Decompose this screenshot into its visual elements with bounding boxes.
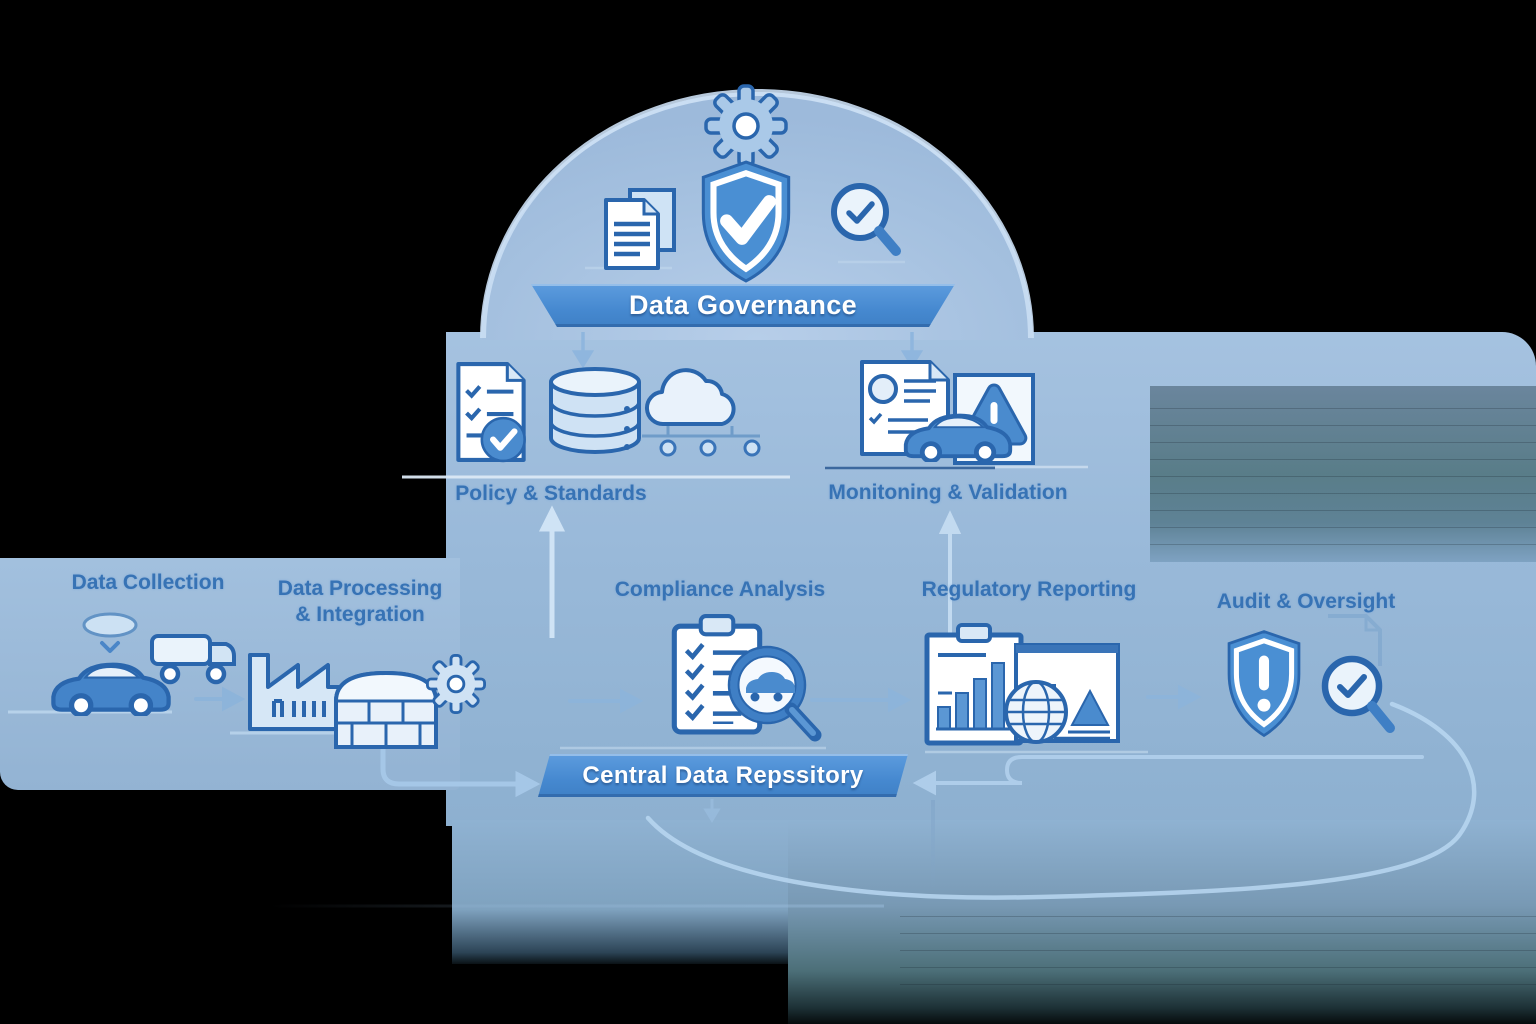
branch-label-monitoring-validation: Monitoning & Validation [828, 481, 1068, 504]
documents-icon [598, 186, 682, 272]
central-data-repository-banner-label: Central Data Repssitory [582, 761, 864, 789]
wifi-cloud-icon [80, 610, 140, 660]
stage-label-regulatory-reporting: Regulatory Reporting [921, 578, 1137, 601]
stage-label-data-collection: Data Collection [71, 571, 225, 594]
globe-icon [1000, 676, 1072, 748]
gear-icon [704, 84, 788, 168]
branch-label-policy-standards: Policy & Standards [455, 482, 647, 505]
background-bottom-right [788, 820, 1536, 1024]
magnifier-car-icon [722, 640, 837, 758]
background-teal-patch [1150, 386, 1536, 562]
magnifier-check-icon [826, 178, 904, 264]
stage-label-line2: & Integration [295, 603, 425, 627]
document-outline-icon [1322, 612, 1388, 670]
shield-exclamation-icon [1218, 626, 1310, 742]
central-data-repository-banner: Central Data Repssitory [538, 754, 908, 797]
factory-icon [242, 630, 354, 734]
stage-label-line1: Data Processing [277, 577, 443, 600]
silo-database-icon [330, 666, 442, 750]
stage-label-compliance-analysis: Compliance Analysis [614, 578, 826, 601]
database-icon [545, 366, 645, 462]
bar-chart-clipboard-icon [922, 620, 1026, 750]
background-bottom-mid [452, 820, 792, 964]
stage-label-data-processing: Data Processing & Integration [240, 576, 480, 629]
stage-label-audit-oversight: Audit & Oversight [1216, 590, 1396, 613]
truck-icon [148, 630, 238, 688]
magnifier-check-icon [1316, 650, 1400, 746]
gear-icon [426, 654, 486, 714]
car-icon [898, 404, 1018, 462]
shield-check-icon [691, 158, 801, 285]
car-icon [42, 652, 180, 716]
data-governance-banner: Data Governance [531, 284, 955, 327]
cloud-icon [634, 366, 764, 461]
checklist-document-icon [450, 360, 532, 464]
data-governance-banner-label: Data Governance [628, 290, 858, 320]
